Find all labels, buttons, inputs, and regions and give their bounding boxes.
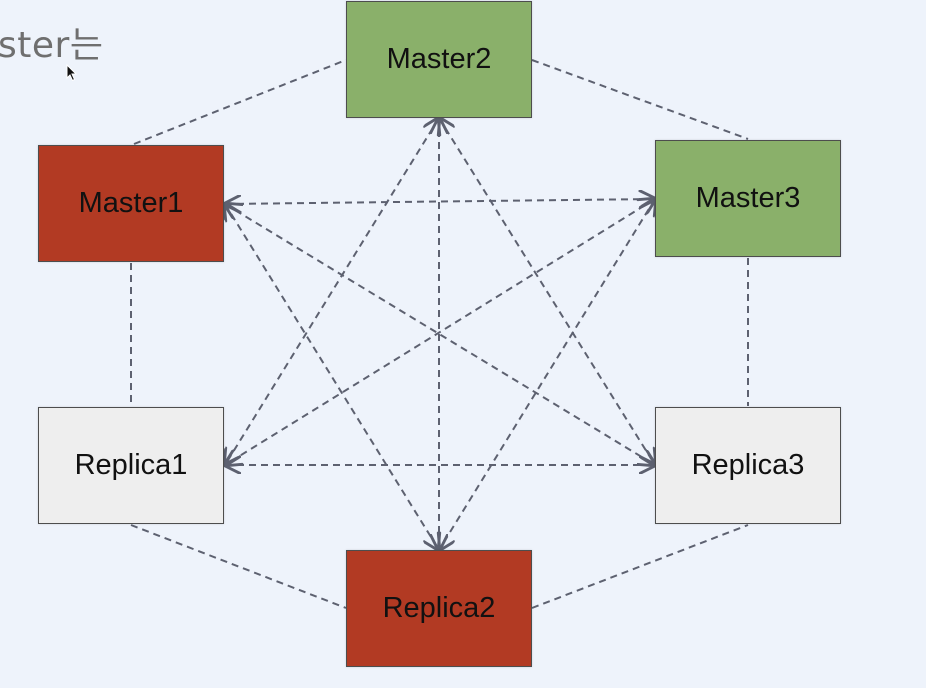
edge-master2-replica3 [439, 118, 655, 465]
edge-master3-replica1 [225, 199, 655, 465]
node-master1: Master1 [38, 145, 224, 262]
edge-master1-master2 [133, 59, 347, 145]
node-master3: Master3 [655, 140, 841, 257]
edge-master1-replica2 [225, 204, 439, 550]
edge-replica2-replica3 [531, 524, 749, 609]
edges-group [130, 59, 749, 609]
edge-master3-replica2 [439, 199, 655, 550]
edge-master2-master3 [531, 59, 749, 140]
node-master2: Master2 [346, 1, 532, 118]
corner-text: ster는 [0, 25, 104, 66]
node-replica1: Replica1 [38, 407, 224, 524]
mouse-pointer-icon [66, 64, 78, 82]
node-replica2: Replica2 [346, 550, 532, 667]
edge-master2-replica1 [225, 118, 439, 465]
edge-replica1-replica2 [130, 524, 347, 609]
node-replica3: Replica3 [655, 407, 841, 524]
